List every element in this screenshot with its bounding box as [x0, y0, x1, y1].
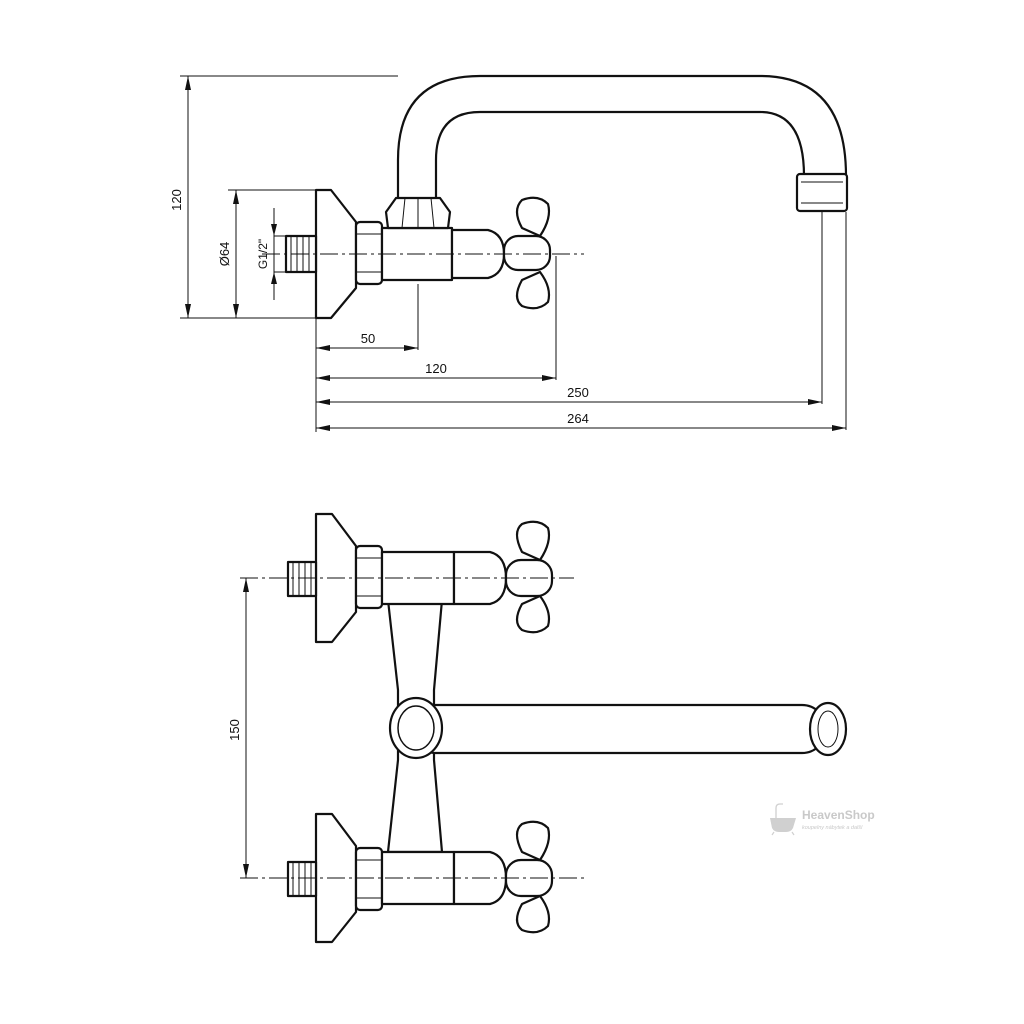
dim-to-handle-label: 120 [425, 361, 447, 376]
watermark-tagline: koupelny nábytek a další [802, 825, 863, 831]
side-nut [354, 220, 384, 286]
dim-to-spout-label: 50 [361, 331, 375, 346]
side-spout [396, 74, 849, 213]
watermark: HeavenShop koupelny nábytek a další [770, 803, 875, 836]
watermark-brand: HeavenShop [802, 808, 875, 822]
front-upper-handle [504, 520, 554, 634]
front-upper-nut [354, 544, 384, 610]
front-spout [388, 696, 848, 760]
dim-height-total-label: 120 [169, 189, 184, 211]
dim-rosette-diameter-label: Ø64 [217, 242, 232, 267]
front-upper-thread [286, 560, 318, 598]
dim-to-spout: 50 [316, 331, 418, 351]
dim-total-depth-label: 264 [567, 411, 589, 426]
side-spout-collar [384, 196, 452, 230]
front-upper-valve [240, 512, 574, 644]
dim-to-spout-axis-label: 250 [567, 385, 589, 400]
dim-to-handle: 120 [316, 361, 556, 381]
dim-height-total: 120 [169, 75, 398, 319]
bathtub-icon [770, 803, 796, 836]
front-lower-valve [240, 812, 584, 944]
front-lower-nut [354, 846, 384, 912]
side-aerator [795, 172, 849, 213]
dim-thread-label: G1/2" [256, 239, 270, 269]
front-view: 150 [227, 512, 848, 944]
dim-rosette-diameter: Ø64 [217, 189, 316, 318]
front-lower-handle [504, 820, 554, 934]
dim-spacing: 150 [227, 578, 249, 878]
dim-spacing-label: 150 [227, 719, 242, 741]
dim-to-spout-axis: 250 [316, 385, 822, 405]
dim-total-depth: 264 [316, 411, 846, 431]
side-view: 120 Ø64 G1/2" 50 [169, 74, 849, 432]
side-handle [502, 196, 552, 310]
front-lower-thread [286, 860, 318, 898]
dim-thread: G1/2" [256, 208, 290, 300]
